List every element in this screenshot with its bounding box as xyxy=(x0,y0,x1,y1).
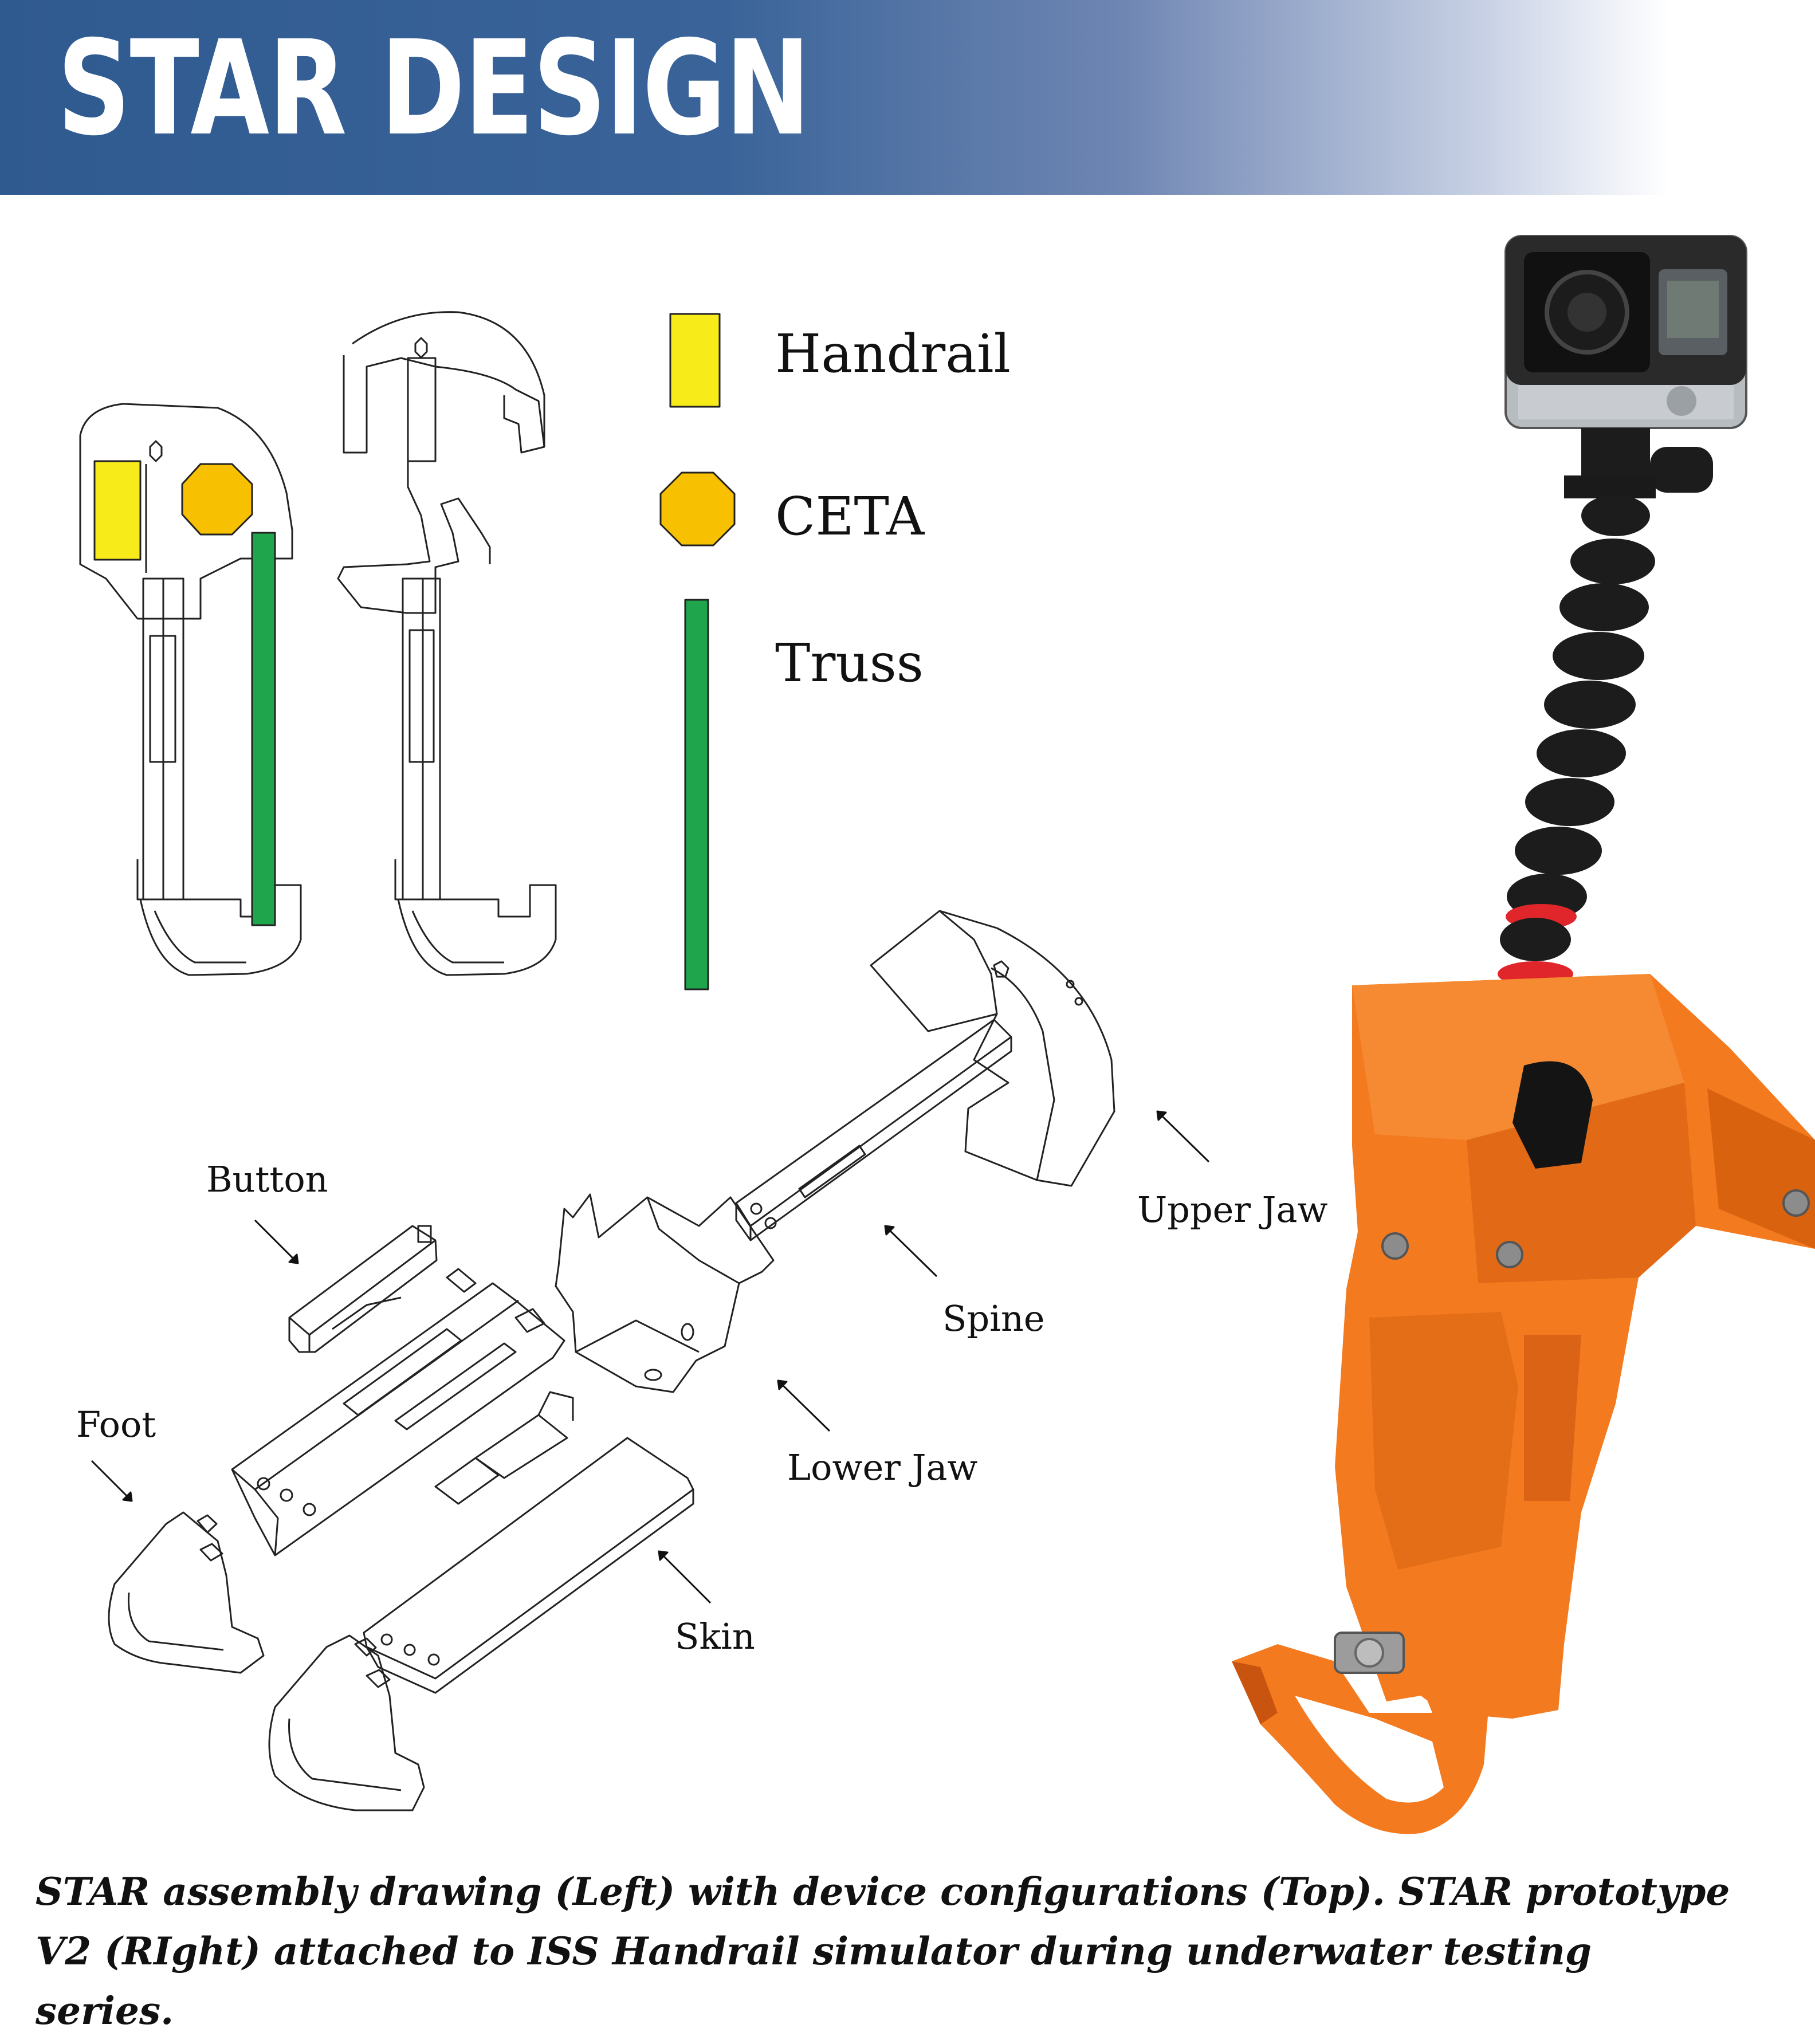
flexible-arm-icon xyxy=(1498,495,1655,986)
truss-legend-icon xyxy=(684,599,709,990)
prototype-photo xyxy=(1232,235,1815,1834)
legend-label-truss: Truss xyxy=(775,632,924,694)
label-skin: Skin xyxy=(675,1615,755,1657)
upper-jaw-arrow xyxy=(1156,1110,1210,1163)
configuration-drawing-empty xyxy=(337,311,557,976)
lower-jaw-arrow xyxy=(777,1379,831,1432)
figure-caption: STAR assembly drawing (Left) with device… xyxy=(36,1869,1730,2033)
label-spine: Spine xyxy=(942,1298,1045,1339)
label-foot: Foot xyxy=(76,1404,156,1445)
button-arrow xyxy=(254,1219,299,1264)
label-lower-jaw: Lower Jaw xyxy=(787,1446,978,1488)
handrail-legend-icon xyxy=(669,313,721,408)
camera-mount-icon xyxy=(1564,428,1713,498)
foot-part xyxy=(108,1511,265,1674)
legend-label-handrail: Handrail xyxy=(775,323,1011,384)
skin-housing-part xyxy=(231,1268,565,1556)
label-upper-jaw: Upper Jaw xyxy=(1137,1189,1328,1231)
upper-jaw-part xyxy=(870,910,1115,1187)
camera-icon xyxy=(1504,235,1747,429)
skin-arrow xyxy=(658,1550,712,1604)
foot-attached-part xyxy=(268,1634,425,1811)
label-button: Button xyxy=(206,1158,328,1200)
exploded-assembly-drawing xyxy=(108,910,1115,1811)
page-title: STAR DESIGN xyxy=(57,12,811,164)
lower-jaw-part xyxy=(555,1193,775,1393)
header-bar xyxy=(0,0,1815,195)
foot-arrow xyxy=(91,1460,133,1502)
configuration-drawing-loaded xyxy=(79,403,302,976)
ceta-legend-icon xyxy=(659,471,736,547)
button-part xyxy=(288,1225,438,1353)
callout-arrows xyxy=(91,1110,1210,1604)
legend-label-ceta: CETA xyxy=(775,486,925,547)
skin-part xyxy=(363,1391,694,1694)
spine-part xyxy=(735,1019,1012,1241)
star-prototype-body xyxy=(1232,974,1815,1834)
spine-arrow xyxy=(884,1225,938,1278)
